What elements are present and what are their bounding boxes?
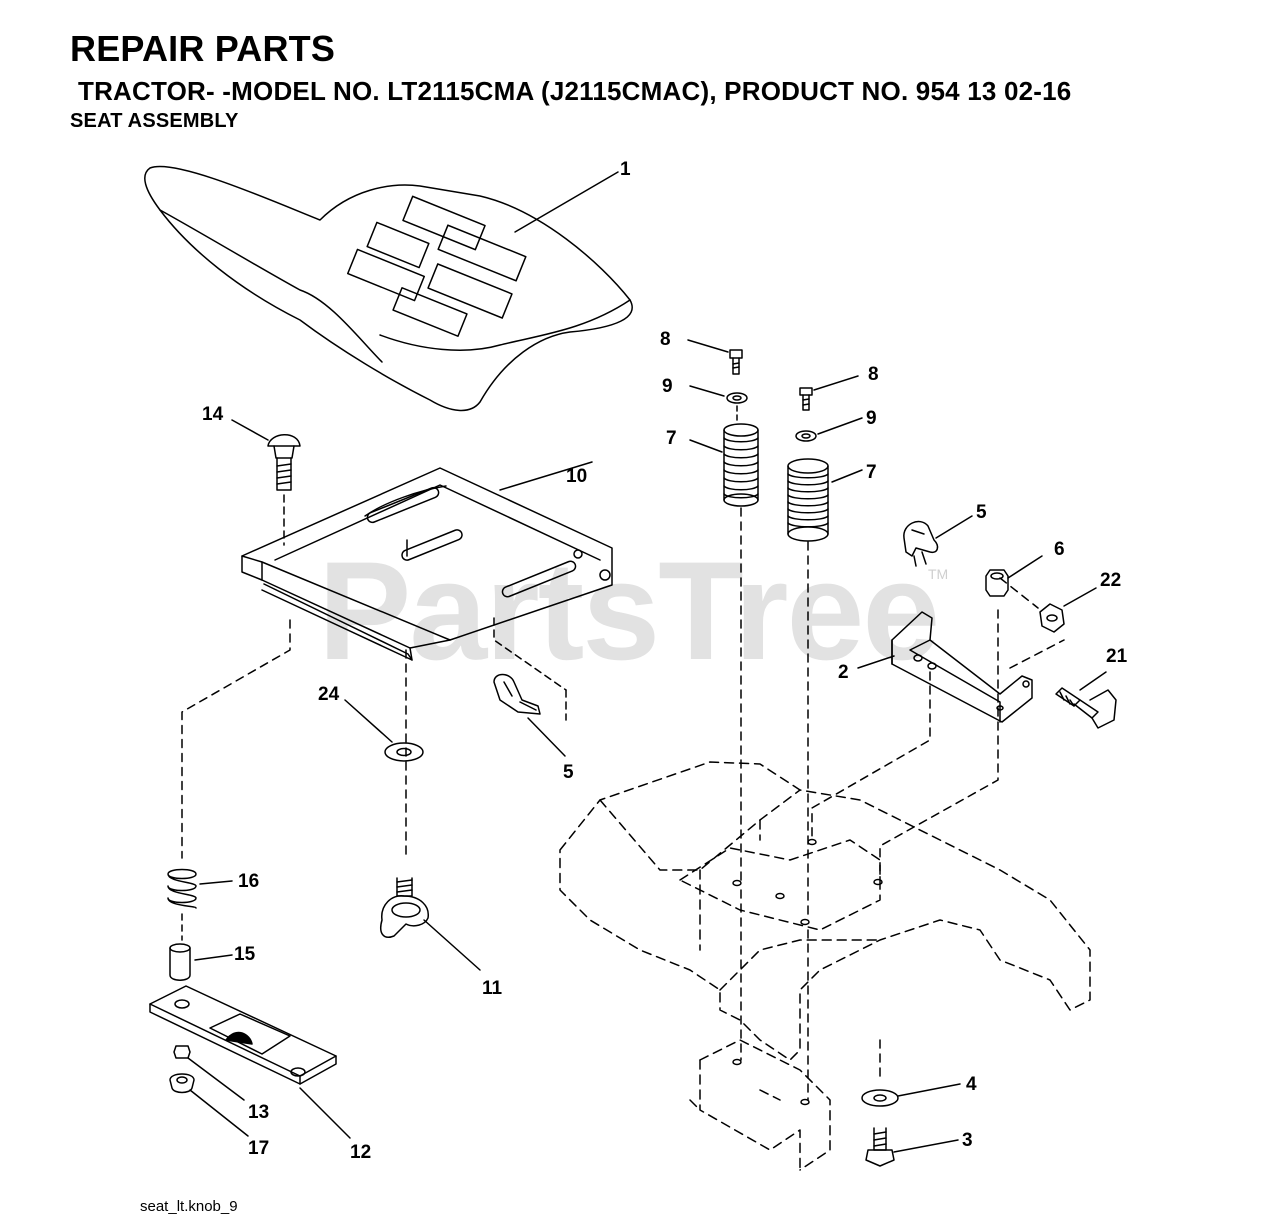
callout-2: 2 (838, 662, 849, 683)
bushing-15 (169, 913, 233, 981)
bracket-part (857, 611, 1033, 723)
washer-9-left (689, 385, 748, 404)
callout-8-left: 8 (660, 329, 671, 350)
watermark: PartsTree (318, 532, 940, 689)
callout-5-upper: 5 (976, 502, 987, 523)
clip-upper-part (903, 515, 973, 567)
clip-lower-part (493, 673, 567, 757)
callout-9-right: 9 (866, 408, 877, 429)
section-title: SEAT ASSEMBLY (70, 110, 239, 132)
bolt-8-left (687, 339, 743, 375)
watermark-tm: TM (928, 566, 949, 582)
frame-holes (732, 838, 883, 1106)
callout-5-lower: 5 (563, 762, 574, 783)
shoulder-bolt-21 (1055, 671, 1117, 729)
callout-14: 14 (202, 404, 224, 425)
callout-13: 13 (248, 1102, 269, 1123)
bolt-8-right (799, 375, 859, 411)
guide-lines-left (181, 619, 407, 861)
callout-1: 1 (620, 159, 631, 180)
callout-4: 4 (966, 1074, 977, 1095)
callout-7-left: 7 (666, 428, 677, 449)
callout-6: 6 (1054, 539, 1065, 560)
callout-9-left: 9 (662, 376, 673, 397)
spring-7-right (787, 458, 863, 542)
file-reference: seat_lt.knob_9 (140, 1198, 238, 1215)
callout-8-right: 8 (868, 364, 879, 385)
spring-16 (167, 868, 233, 909)
slide-plate-part (149, 985, 351, 1139)
callout-24: 24 (318, 684, 340, 705)
tractor-frame (559, 761, 1091, 1171)
callout-10: 10 (566, 466, 587, 487)
guide-lines-center (740, 507, 1065, 1101)
washer-24 (344, 699, 424, 762)
callout-7-right: 7 (866, 462, 877, 483)
nut-13 (173, 1045, 245, 1101)
washer-17 (169, 1073, 249, 1137)
callout-21: 21 (1106, 646, 1128, 667)
nut-6 (985, 555, 1043, 597)
callout-3: 3 (962, 1130, 973, 1151)
page-title: REPAIR PARTS (70, 28, 336, 69)
callout-12: 12 (350, 1142, 371, 1163)
nut-22 (1039, 587, 1097, 633)
model-line: TRACTOR- -MODEL NO. LT2115CMA (J2115CMAC… (78, 76, 1072, 106)
washer-4 (861, 1083, 961, 1107)
washer-9-right (795, 417, 863, 442)
callout-15: 15 (234, 944, 256, 965)
callout-22: 22 (1100, 570, 1121, 591)
carriage-bolt-14 (231, 419, 301, 546)
callout-16: 16 (238, 871, 259, 892)
seat-part (144, 165, 633, 412)
callout-11: 11 (482, 978, 503, 999)
bolt-3 (865, 1127, 959, 1167)
seat-pan-part (241, 461, 613, 691)
callout-17: 17 (248, 1138, 269, 1159)
spring-7-left (689, 405, 759, 507)
knob-part (380, 877, 481, 971)
